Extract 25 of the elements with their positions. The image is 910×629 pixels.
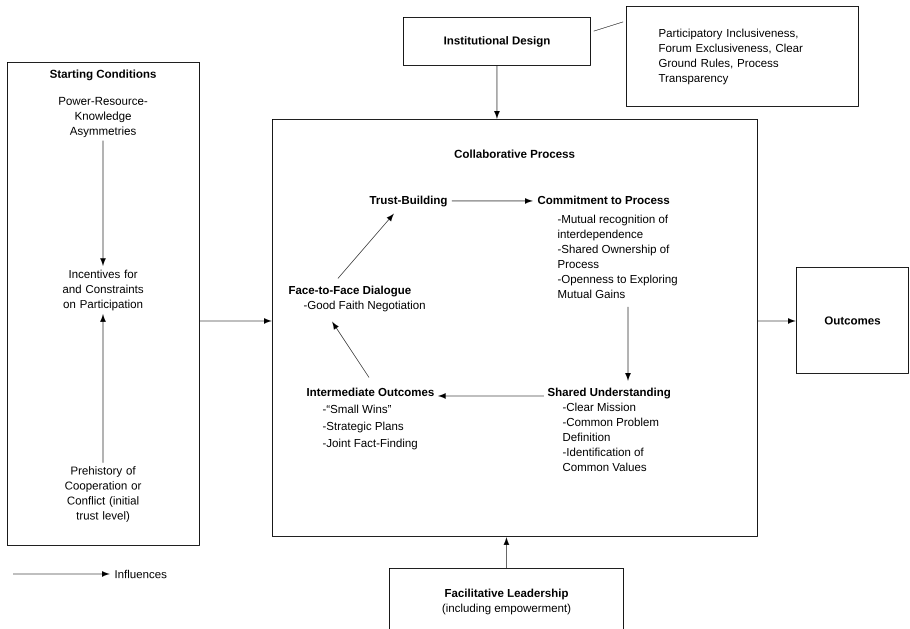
- arrow: [338, 214, 394, 279]
- stage-text: Shared Understanding -Clear Mission -Common Problem Definition -Identification of Common Values: [548, 388, 670, 472]
- leadership-box: Facilitative Leadership (including empowerment): [389, 568, 624, 629]
- factor-text: Incentives for and Constraints on Participation: [62, 270, 144, 310]
- arrow: [494, 66, 500, 118]
- stage-text: Face-to-Face Dialogue -Good Faith Negotiation: [289, 286, 425, 312]
- note-box: Participatory Inclusiveness, Forum Exclusiveness, Clear Ground Rules, Process Transparency: [626, 6, 859, 107]
- factor-text: Prehistory of Cooperation or Conflict (initial trust level): [65, 466, 142, 522]
- arrow: [332, 322, 370, 378]
- leader-line: [593, 22, 624, 32]
- stage-text: Commitment to Process -Mutual recognition of interdependence -Shared Ownership of Process -Openness to Exploring Mutual Gains: [538, 196, 677, 298]
- arrow: [100, 140, 106, 266]
- arrow: [200, 318, 272, 324]
- arrow: [452, 198, 532, 204]
- arrow: [625, 306, 631, 380]
- arrow: [758, 318, 796, 324]
- arrow: [438, 393, 544, 399]
- stage-text: Trust-Building: [370, 196, 447, 206]
- arrow: [100, 314, 106, 463]
- legend-item: Influences: [12, 570, 166, 578]
- arrow: [504, 538, 510, 568]
- design-box: Institutional Design: [403, 17, 591, 66]
- stage-text: Intermediate Outcomes -“Small Wins” -Strategic Plans -Joint Fact-Finding: [307, 388, 434, 450]
- outcome-box: Outcomes: [796, 267, 909, 374]
- factor-text: Power-Resource-Knowledge Asymmetries: [59, 96, 148, 138]
